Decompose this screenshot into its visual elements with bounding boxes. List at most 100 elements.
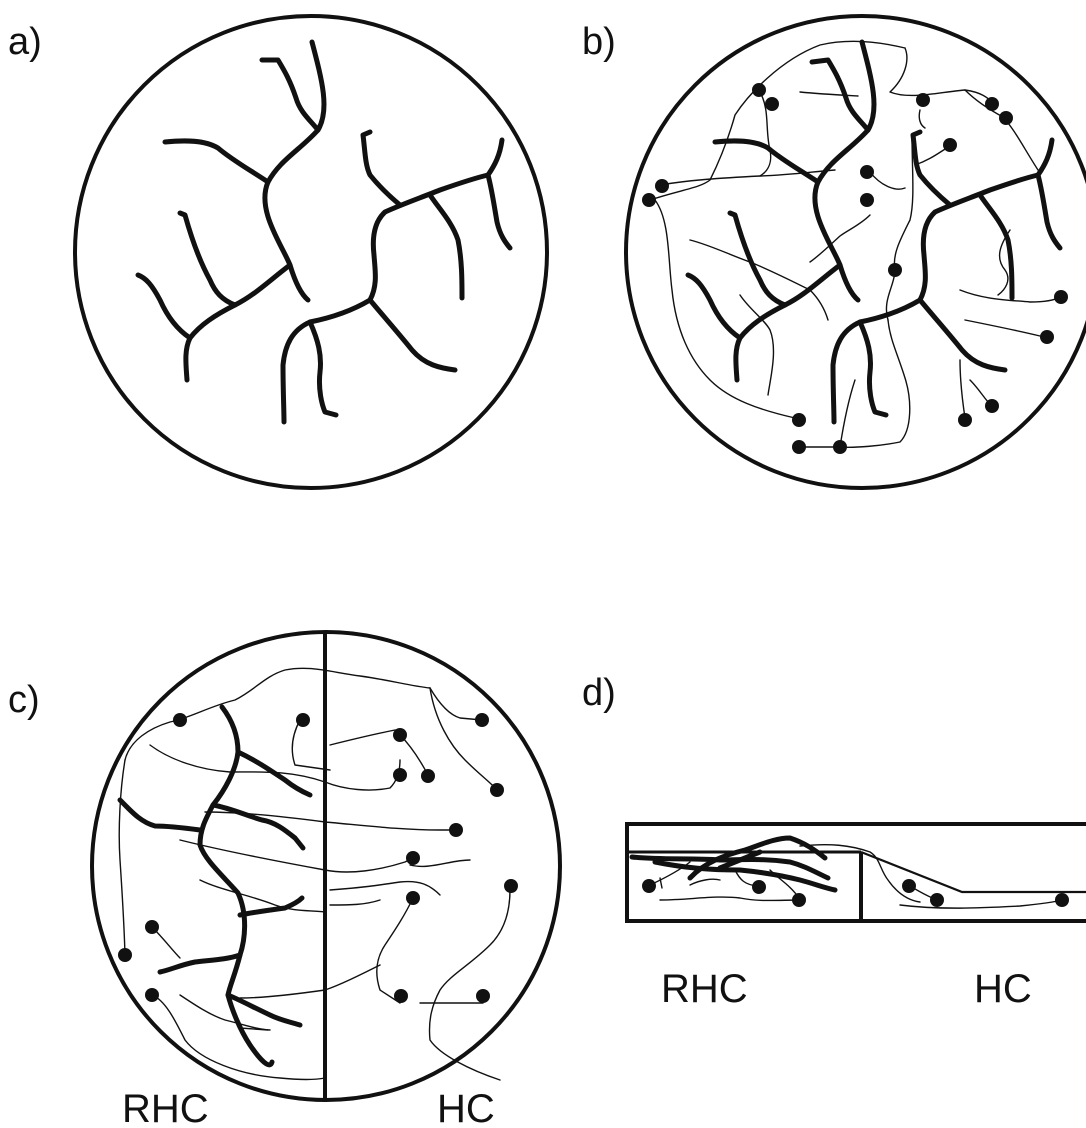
panel-b-polymer-chains bbox=[688, 42, 1060, 422]
dot-d-3 bbox=[792, 893, 806, 907]
strand-c-6 bbox=[330, 730, 395, 745]
strand-c-21 bbox=[180, 995, 270, 1030]
panel-d-label: d) bbox=[582, 672, 616, 714]
chain-b-5 bbox=[730, 213, 785, 305]
chain-c-6 bbox=[160, 955, 240, 972]
panel-c-dots bbox=[118, 713, 518, 1003]
strand-b-21 bbox=[840, 380, 855, 447]
strand-c-15 bbox=[240, 965, 380, 998]
chain-a-3 bbox=[165, 141, 268, 182]
panel-c-rhc-label: RHC bbox=[122, 1087, 209, 1128]
strand-d-3 bbox=[690, 879, 720, 885]
panel-a-label: a) bbox=[8, 21, 42, 63]
strand-c-1 bbox=[125, 668, 430, 760]
chain-b-7 bbox=[833, 300, 920, 422]
strand-c-8 bbox=[150, 745, 400, 790]
dot-c-10 bbox=[406, 891, 420, 905]
chain-a-5 bbox=[180, 213, 235, 305]
dot-c-9 bbox=[406, 851, 420, 865]
dot-d-1 bbox=[642, 879, 656, 893]
strand-b-20 bbox=[919, 110, 925, 128]
dot-b-2 bbox=[765, 97, 779, 111]
panel-c-hc-label: HC bbox=[437, 1087, 495, 1128]
dot-b-5 bbox=[999, 111, 1013, 125]
chain-c-2 bbox=[238, 752, 310, 795]
dot-b-16 bbox=[792, 413, 806, 427]
panel-d-hc-label: HC bbox=[974, 967, 1032, 1011]
dot-d-4 bbox=[902, 879, 916, 893]
chain-a-8 bbox=[310, 322, 336, 415]
dot-c-6 bbox=[421, 769, 435, 783]
dot-b-8 bbox=[642, 193, 656, 207]
strand-b-15 bbox=[965, 320, 1040, 336]
panel-d-thin-network bbox=[650, 845, 1062, 908]
strand-b-4 bbox=[800, 92, 858, 96]
chain-b-4 bbox=[736, 265, 840, 380]
chain-a-1 bbox=[265, 42, 324, 300]
dot-c-13 bbox=[118, 948, 132, 962]
chain-a-10 bbox=[370, 300, 455, 370]
strand-d-2 bbox=[660, 897, 800, 900]
dot-b-13 bbox=[1040, 330, 1054, 344]
dot-b-7 bbox=[655, 179, 669, 193]
strand-b-11 bbox=[870, 172, 905, 189]
dot-c-7 bbox=[490, 783, 504, 797]
strand-c-11 bbox=[330, 882, 440, 895]
panel-d-inner-line-right bbox=[861, 852, 1086, 892]
chain-a-7 bbox=[283, 300, 370, 422]
dot-b-14 bbox=[985, 399, 999, 413]
chain-a-13 bbox=[488, 175, 510, 248]
dot-b-6 bbox=[943, 138, 957, 152]
panel-c-label: c) bbox=[8, 679, 40, 721]
dot-d-2 bbox=[752, 880, 766, 894]
strand-c-20 bbox=[152, 995, 325, 1080]
strand-b-13 bbox=[740, 295, 773, 395]
dot-b-1 bbox=[752, 83, 766, 97]
dot-c-12 bbox=[145, 920, 159, 934]
dot-b-11 bbox=[888, 263, 902, 277]
strand-b-19 bbox=[965, 90, 1038, 170]
dot-b-9 bbox=[860, 165, 874, 179]
chain-c-5 bbox=[240, 898, 302, 915]
dot-b-12 bbox=[1054, 290, 1068, 304]
chain-b-8 bbox=[860, 322, 886, 415]
dot-c-5 bbox=[393, 768, 407, 782]
strand-c-17 bbox=[330, 900, 380, 905]
strand-b-7 bbox=[800, 320, 910, 447]
chain-a-4 bbox=[186, 265, 290, 380]
strand-d-8 bbox=[900, 900, 1062, 908]
dot-b-17 bbox=[792, 440, 806, 454]
panel-d-rhc-label: RHC bbox=[661, 967, 748, 1011]
chain-a-12 bbox=[430, 195, 462, 298]
dot-c-16 bbox=[476, 989, 490, 1003]
chain-c-4 bbox=[120, 800, 200, 830]
chain-c-3 bbox=[213, 805, 303, 848]
dot-b-18 bbox=[833, 440, 847, 454]
dot-d-6 bbox=[1055, 893, 1069, 907]
panel-b: b) bbox=[582, 16, 1086, 488]
dot-d-5 bbox=[930, 893, 944, 907]
dot-c-8 bbox=[449, 823, 463, 837]
panel-a-polymer-chains bbox=[138, 42, 510, 422]
dot-c-11 bbox=[504, 879, 518, 893]
panel-b-circle bbox=[626, 16, 1086, 488]
dot-b-15 bbox=[958, 413, 972, 427]
chain-b-14 bbox=[1038, 140, 1052, 175]
chain-a-2 bbox=[262, 60, 318, 130]
chain-a-14 bbox=[488, 140, 502, 175]
chain-b-10 bbox=[920, 300, 1005, 370]
panel-d: d) bbox=[582, 672, 1086, 1011]
strand-b-8 bbox=[886, 135, 912, 320]
chain-b-13 bbox=[1038, 175, 1060, 248]
chain-a-6 bbox=[138, 275, 190, 338]
dot-b-10 bbox=[860, 193, 874, 207]
dot-c-2 bbox=[296, 713, 310, 727]
strand-b-3 bbox=[890, 48, 992, 104]
dot-c-14 bbox=[145, 988, 159, 1002]
chain-b-6 bbox=[688, 275, 740, 338]
strand-c-4 bbox=[119, 760, 125, 955]
dot-c-1 bbox=[173, 713, 187, 727]
strand-b-16 bbox=[960, 360, 965, 418]
dot-c-15 bbox=[394, 989, 408, 1003]
